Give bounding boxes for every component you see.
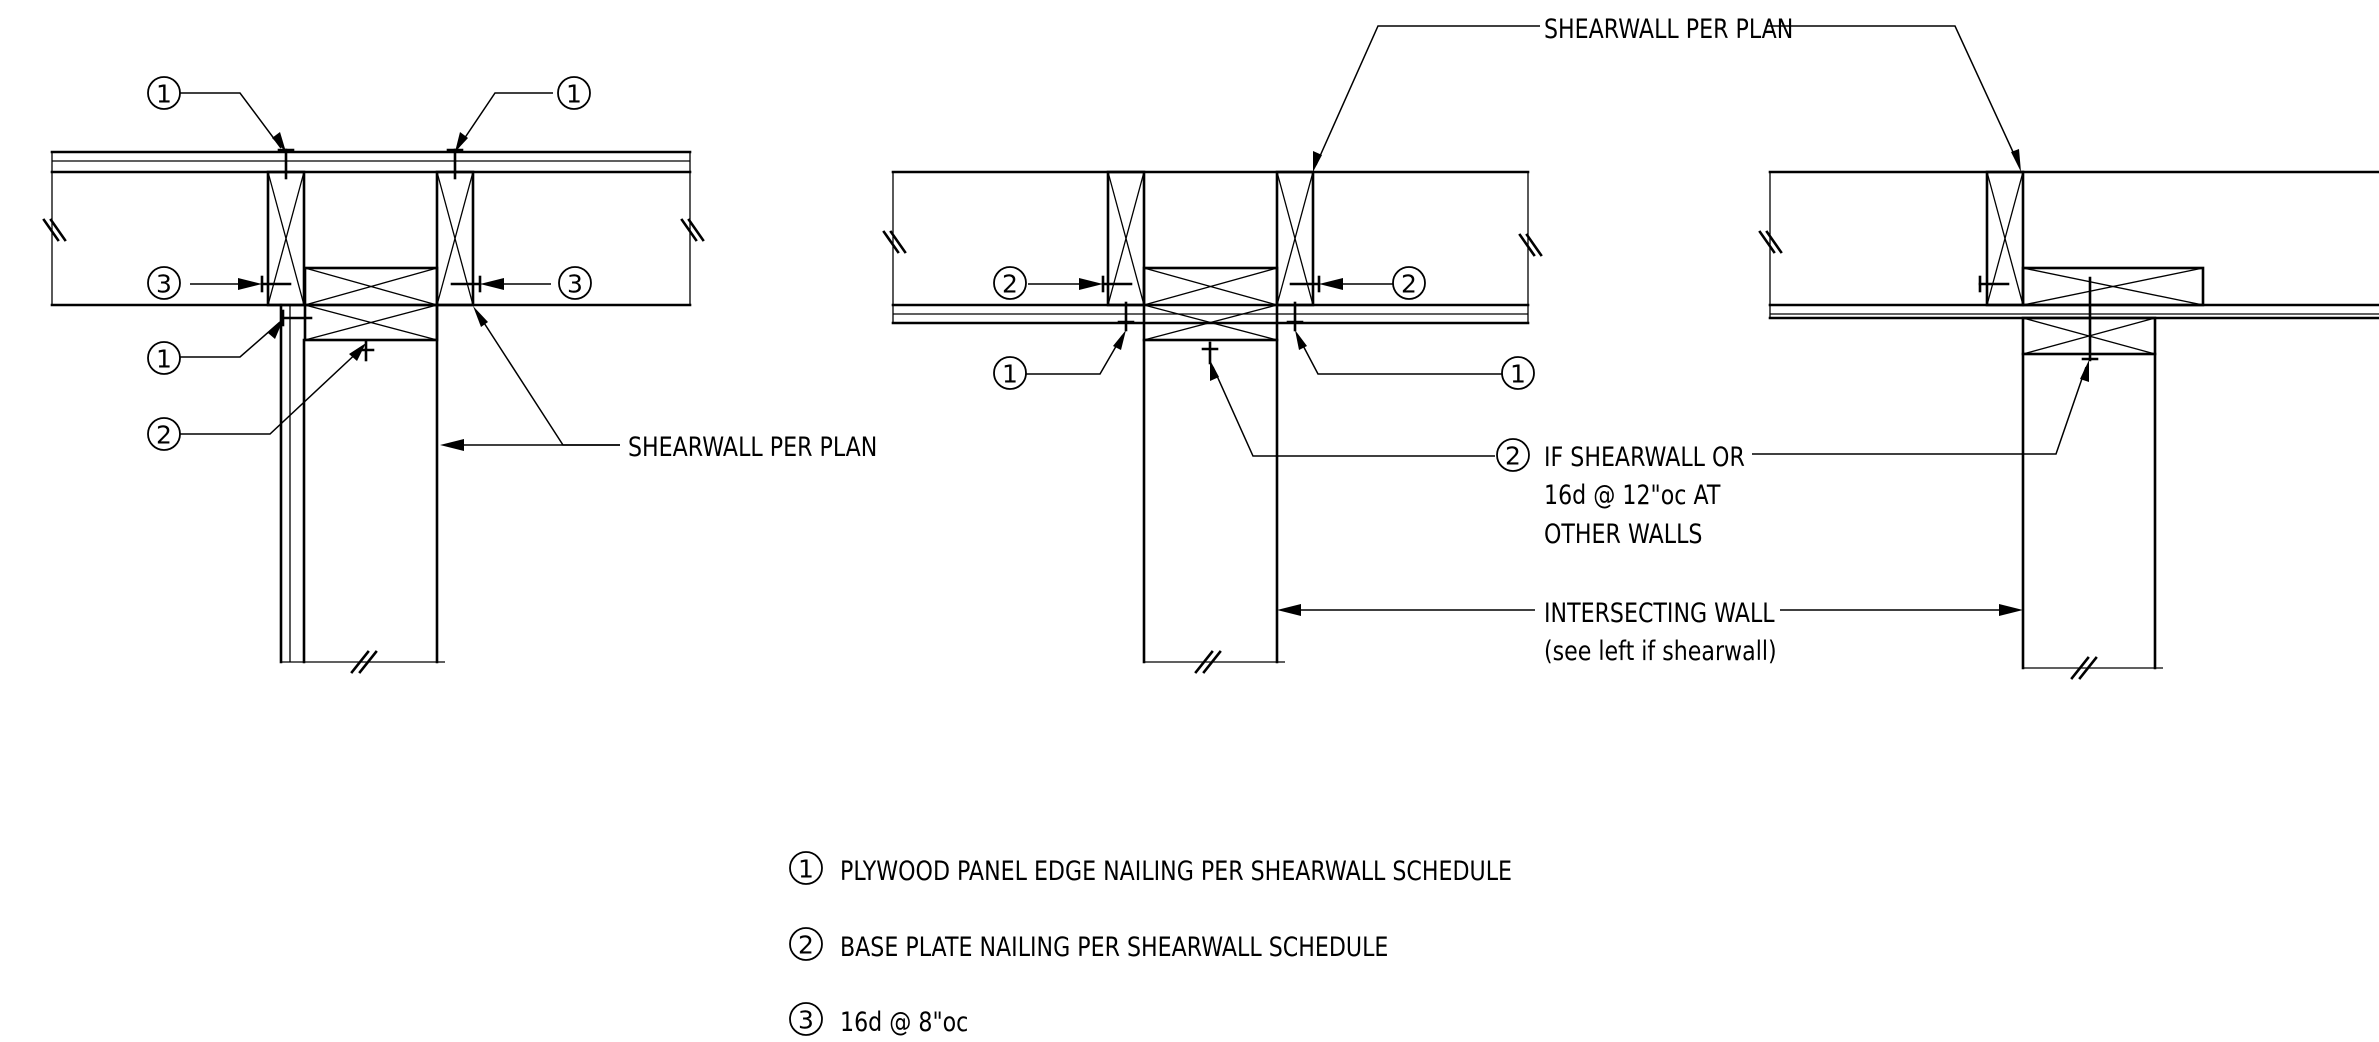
legend: 1 PLYWOOD PANEL EDGE NAILING PER SHEARWA…	[789, 851, 1512, 1038]
middle-detail	[882, 25, 1543, 674]
if-shearwall-label-line2: 16d @ 12"oc AT	[1544, 479, 1721, 511]
svg-text:1: 1	[156, 345, 172, 374]
bubble-2: 2	[993, 266, 1027, 300]
shearwall-per-plan-label: SHEARWALL PER PLAN	[628, 431, 877, 463]
svg-text:1: 1	[1002, 360, 1018, 389]
svg-text:2: 2	[156, 421, 172, 450]
svg-text:3: 3	[156, 270, 172, 299]
svg-text:3: 3	[567, 270, 583, 299]
svg-text:1: 1	[156, 80, 172, 109]
svg-text:BASE PLATE NAILING PER SHEARWA: BASE PLATE NAILING PER SHEARWALL SCHEDUL…	[840, 931, 1388, 963]
if-shearwall-label-line3: OTHER WALLS	[1544, 518, 1702, 550]
callout-bubbles: 1 1 3 3 1 2 2 2 1 1 2	[147, 76, 1535, 472]
legend-item: 3 16d @ 8"oc	[789, 1002, 968, 1038]
svg-text:1: 1	[566, 80, 582, 109]
svg-text:3: 3	[798, 1006, 814, 1035]
if-shearwall-label: IF SHEARWALL OR	[1544, 441, 1745, 473]
intersecting-wall-note: (see left if shearwall)	[1544, 635, 1777, 667]
shearwall-per-plan-label: SHEARWALL PER PLAN	[1544, 13, 1793, 45]
right-detail	[1758, 25, 2379, 680]
callout-labels: SHEARWALL PER PLAN SHEARWALL PER PLAN IF…	[628, 13, 1822, 667]
svg-text:1: 1	[1510, 360, 1526, 389]
bubble-2: 2	[1392, 266, 1426, 300]
svg-text:2: 2	[1002, 270, 1018, 299]
svg-text:2: 2	[798, 931, 814, 960]
bubble-1: 1	[1501, 356, 1535, 390]
left-detail	[42, 92, 705, 674]
svg-text:1: 1	[798, 855, 814, 884]
legend-item: 2 BASE PLATE NAILING PER SHEARWALL SCHED…	[789, 927, 1388, 963]
bubble-1: 1	[993, 356, 1027, 390]
bubble-3: 3	[147, 266, 181, 300]
svg-text:2: 2	[1401, 270, 1417, 299]
bubble-1: 1	[147, 76, 181, 110]
svg-text:2: 2	[1505, 442, 1521, 471]
svg-text:16d @ 8"oc: 16d @ 8"oc	[840, 1006, 968, 1038]
bubble-2: 2	[147, 417, 181, 451]
legend-item: 1 PLYWOOD PANEL EDGE NAILING PER SHEARWA…	[789, 851, 1512, 887]
bubble-1: 1	[147, 341, 181, 375]
bubble-3: 3	[558, 266, 592, 300]
bubble-2: 2	[1496, 438, 1530, 472]
svg-text:PLYWOOD PANEL EDGE NAILING PER: PLYWOOD PANEL EDGE NAILING PER SHEARWALL…	[840, 855, 1512, 887]
intersecting-wall-label: INTERSECTING WALL	[1544, 597, 1775, 629]
bubble-1: 1	[557, 76, 591, 110]
